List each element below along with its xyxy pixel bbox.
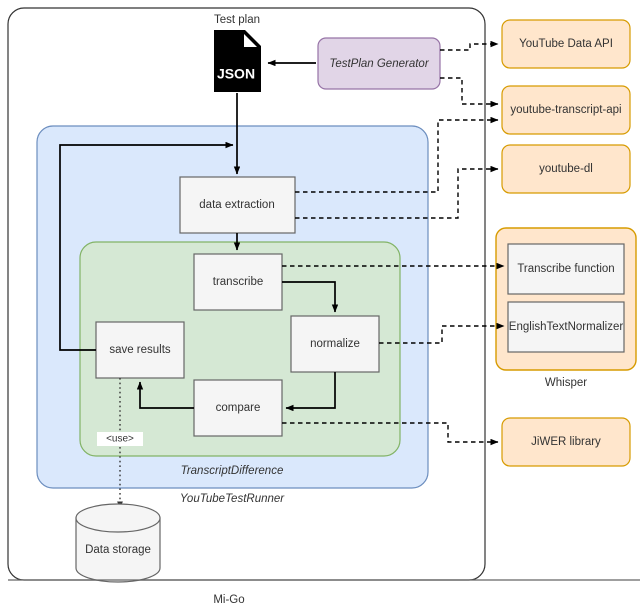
external-youtube-data-api-label: YouTube Data API	[519, 38, 613, 50]
external-youtube-dl[interactable]	[501, 144, 631, 194]
edge-compare-to-save-results	[136, 381, 194, 409]
edge-data-extraction-to-youtube-transcript-api	[295, 116, 499, 193]
group-youtube-test-runner-label: TranscriptDifference	[181, 465, 284, 477]
json-icon-text: JSON	[217, 66, 255, 82]
external-jiwer-library-label: JiWER library	[531, 436, 601, 448]
edge-save-results-feedback-loop	[59, 141, 234, 351]
external-transcribe-function-label: Transcribe function	[517, 263, 614, 275]
json-file-icon: JSON	[214, 30, 261, 92]
use-edge-label: <use>	[106, 434, 134, 445]
group-runner-outer-label: YouTubeTestRunner	[180, 493, 285, 505]
node-compare[interactable]	[193, 379, 283, 437]
node-compare-label: compare	[216, 402, 261, 414]
edge-data-extraction-to-youtube-dl	[295, 165, 499, 219]
external-english-text-normalizer[interactable]	[507, 301, 625, 353]
edge-transcribe-to-normalize	[282, 281, 339, 313]
testplan-generator-label: TestPlan Generator	[329, 58, 429, 70]
edge-normalize-to-compare	[285, 372, 336, 412]
group-whisper-label: Whisper	[545, 377, 587, 389]
external-youtube-dl-label: youtube-dl	[539, 163, 593, 175]
node-normalize[interactable]	[290, 315, 380, 373]
node-save-results-label: save results	[109, 344, 171, 356]
edge-generator-to-youtube-data-api	[440, 40, 499, 51]
node-normalize-label: normalize	[310, 338, 360, 350]
external-youtube-transcript-api[interactable]	[501, 85, 631, 135]
node-data-storage[interactable]: Data storage	[75, 503, 161, 583]
external-transcribe-function[interactable]	[507, 243, 625, 295]
edge-generator-to-youtube-transcript-api	[440, 77, 499, 108]
edge-compare-to-jiwer-library	[282, 422, 499, 446]
external-jiwer-library[interactable]	[501, 417, 631, 467]
node-data-extraction-label: data extraction	[199, 199, 274, 211]
external-youtube-transcript-api-label: youtube-transcript-api	[510, 104, 621, 116]
use-label-bg	[97, 432, 143, 446]
test-plan-label: Test plan	[214, 14, 260, 26]
external-english-text-normalizer-label: EnglishTextNormalizer	[509, 321, 624, 333]
node-save-results[interactable]	[95, 321, 185, 379]
testplan-generator-box[interactable]	[317, 37, 441, 90]
node-data-extraction[interactable]	[179, 176, 296, 234]
node-transcribe-label: transcribe	[213, 276, 264, 288]
group-transcript-difference	[79, 241, 401, 457]
node-data-storage-label: Data storage	[85, 544, 151, 556]
outer-container-label: Mi-Go	[213, 594, 244, 606]
external-youtube-data-api[interactable]	[501, 19, 631, 69]
